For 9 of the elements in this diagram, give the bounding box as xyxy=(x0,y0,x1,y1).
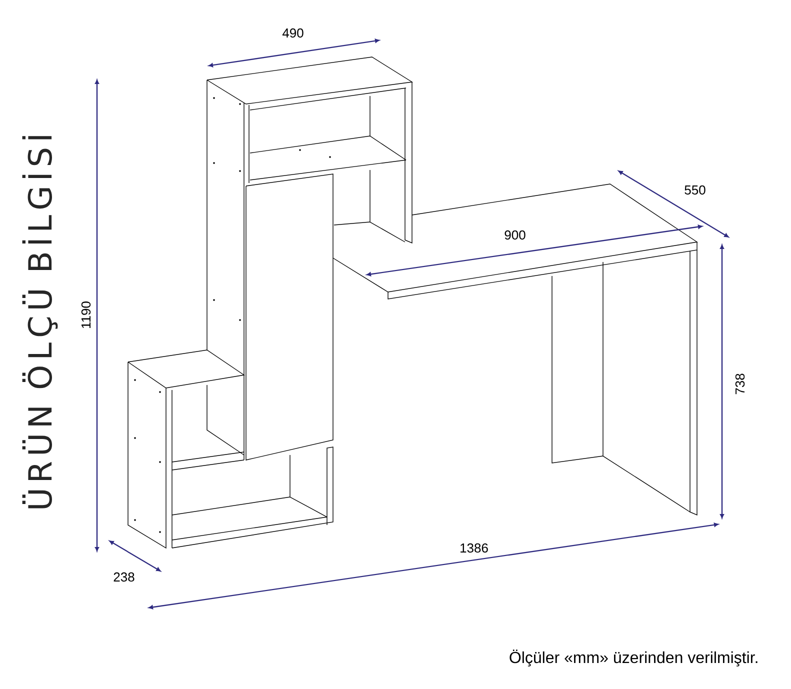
dimension-label: 550 xyxy=(684,185,706,195)
caption: Ölçüler «mm» üzerinden verilmiştir. xyxy=(510,650,758,666)
dimension-label: 1386 xyxy=(460,543,488,553)
dimension-label: 490 xyxy=(282,28,304,38)
title: ÜRÜN ÖLÇÜ BİLGİSİ xyxy=(22,136,58,508)
dimension-label: 1190 xyxy=(81,302,91,328)
dimension-label: 900 xyxy=(504,230,526,240)
dimension-label: 738 xyxy=(735,374,745,394)
dimension-label: 238 xyxy=(114,572,134,582)
